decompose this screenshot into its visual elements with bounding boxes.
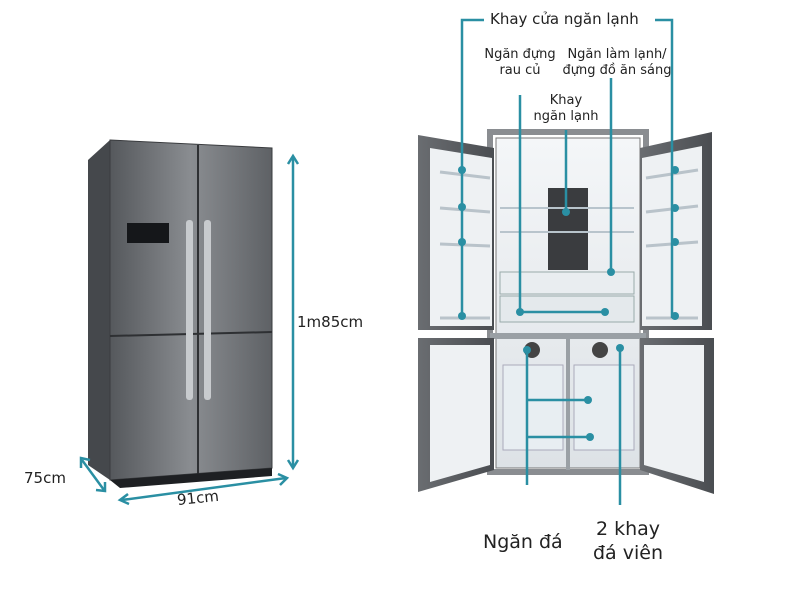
label-line: rau củ <box>499 63 541 79</box>
label-line: Khay <box>549 93 583 108</box>
depth-label: 75cm <box>24 469 66 487</box>
handle-left <box>186 220 193 400</box>
label-line: đựng đồ ăn sáng <box>562 63 672 79</box>
closed-fridge <box>88 139 273 488</box>
display-panel <box>127 223 169 243</box>
ice-tray-label: 2 khay đá viên <box>588 518 668 566</box>
dimension-arrows <box>79 153 300 506</box>
label-line: 2 khay <box>595 518 661 540</box>
label-line: Ngăn đựng <box>484 47 556 62</box>
fridge-shelf-label: Khay ngăn lạnh <box>526 93 606 126</box>
chiller-label: Ngăn làm lạnh/ đựng đồ ăn sáng <box>562 47 672 80</box>
label-line: Ngăn làm lạnh/ <box>567 47 667 62</box>
height-label: 1m85cm <box>297 313 364 331</box>
label-line: ngăn lạnh <box>533 109 599 125</box>
label-line: đá viên <box>593 541 663 564</box>
handle-right <box>204 220 211 400</box>
callout-lines <box>460 18 674 505</box>
callout-dots <box>458 166 679 441</box>
freezer-door-tray-label: Khay cửa ngăn lạnh <box>490 10 639 28</box>
freezer-label: Ngăn đá <box>483 531 563 553</box>
vegetable-drawer-label: Ngăn đựng rau củ <box>470 47 570 80</box>
